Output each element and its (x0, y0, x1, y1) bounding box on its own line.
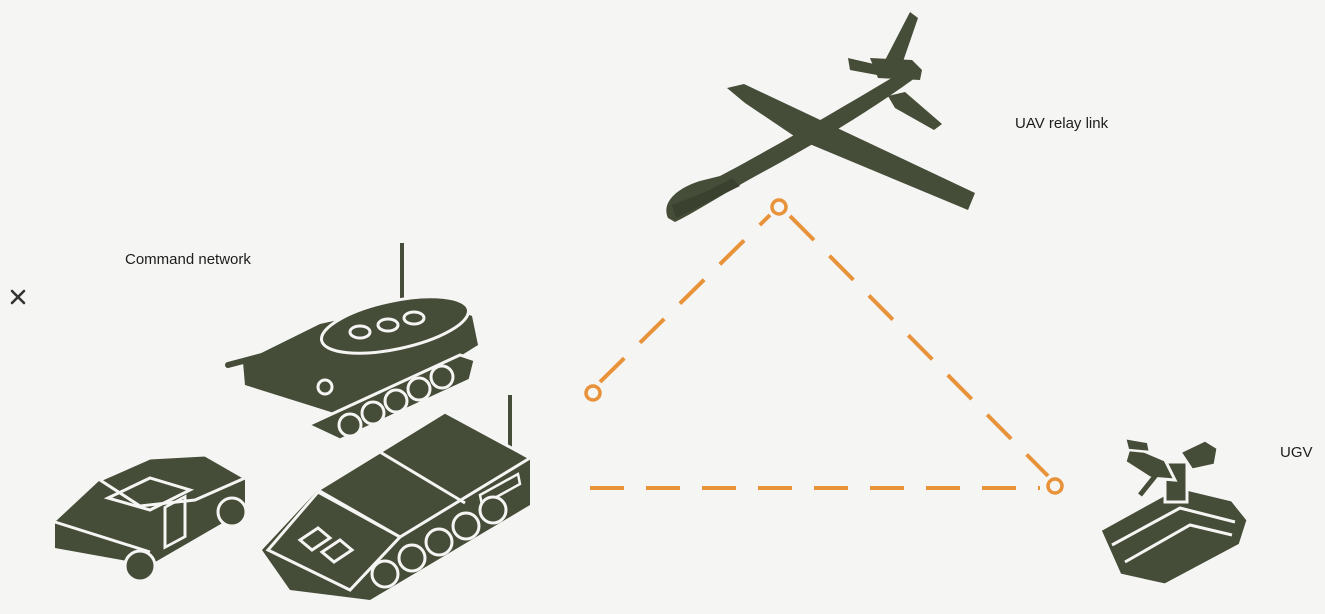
tank-icon (228, 243, 478, 440)
link-uav-to-ugv (790, 216, 1048, 476)
link-lines (590, 215, 1048, 488)
armored-carrier-icon (262, 395, 530, 600)
link-command-to-uav (600, 215, 770, 382)
ugv-label: UGV (1280, 444, 1313, 461)
truck-icon (55, 455, 246, 581)
close-icon[interactable] (6, 285, 30, 309)
node-command (586, 386, 600, 400)
uav-relay-link-label: UAV relay link (1015, 115, 1108, 132)
command-network-label: Command network (125, 251, 251, 268)
link-nodes (586, 200, 1062, 493)
ugv-robot-icon (1100, 438, 1248, 585)
node-uav (772, 200, 786, 214)
drone-icon (666, 12, 975, 222)
node-ugv (1048, 479, 1062, 493)
